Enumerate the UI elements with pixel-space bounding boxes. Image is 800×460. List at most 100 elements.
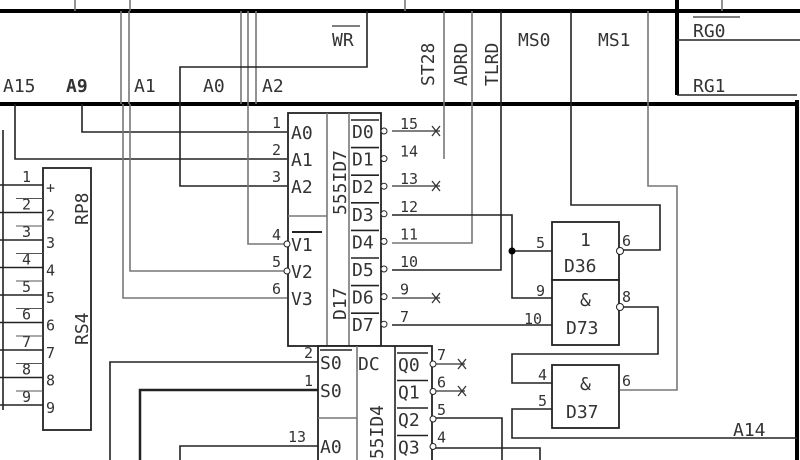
inversion-bubble [429,415,437,423]
wire-d73-out [511,306,659,384]
pin-number: 9 [400,281,409,299]
wire-s0 [109,361,318,460]
wire-a0 [81,104,287,133]
pin-name: 5 [46,289,55,307]
pin-number: 9 [536,282,545,300]
pin-name: 7 [46,344,55,362]
gate-d37[interactable]: & D37 4 5 6 [538,364,631,429]
wire-v1 [247,104,287,245]
pack-title: RP8 [72,192,93,225]
pin-name: Q3 [398,438,420,459]
wire-ms0 [570,11,661,251]
pin-number: 5 [536,234,545,252]
pin-name: D4 [352,232,374,253]
pin-number: 13 [288,428,306,446]
pin-number: 12 [400,198,418,216]
gate-func: & [580,374,591,395]
pin-number: 3 [22,223,31,241]
wire-d3 [392,214,552,299]
pin-number: 4 [272,226,281,244]
pin-number: 8 [22,361,31,379]
pin-number: 7 [400,308,409,326]
pin-number: 7 [22,333,31,351]
label-st28: ST28 [418,43,439,86]
gate-body [551,279,620,346]
pin-name: S0 [320,381,342,402]
pin-number: 4 [437,429,446,447]
pin-name: D0 [352,122,374,143]
gate-body [551,364,620,429]
pin-name: Q1 [398,383,420,404]
pin-name: 8 [46,372,55,390]
pin-name: D2 [352,177,374,198]
wire-v2 [129,104,287,272]
inversion-bubble [380,320,388,328]
pin-name: 9 [46,399,55,417]
inversion-bubble [380,155,388,163]
pin-number: 2 [304,344,313,362]
inversion-bubble [380,127,388,135]
pin-number: 7 [437,346,446,364]
pin-name: 3 [46,234,55,252]
pin-name: V2 [291,262,313,283]
pin-number: 3 [272,168,281,186]
pin-number: 6 [272,280,281,298]
inversion-bubble [429,360,437,368]
gate-func: 1 [580,230,591,251]
pin-number: 5 [538,392,547,410]
pin-number: 5 [437,401,446,419]
label-tlrd: TLRD [482,43,503,86]
pin-name: Q2 [398,410,420,431]
pin-number: 5 [272,253,281,271]
pin-number: 13 [400,170,418,188]
wire-a2 [179,11,368,187]
inversion-bubble [616,303,624,311]
inversion-bubble [429,443,437,450]
label-a14: A14 [733,420,766,441]
chip-ref: D17 [330,287,351,320]
gate-d73[interactable]: & D73 9 10 8 [524,279,631,346]
chip-type: 555ID7 [330,150,351,215]
inversion-bubble [380,182,388,190]
pin-name: D7 [352,315,374,336]
pin-number: 8 [622,288,631,306]
gate-ref: D73 [566,318,599,339]
pin-name: D3 [352,205,374,226]
pin-name: D6 [352,288,374,309]
chip-body [317,345,433,460]
pin-number: 6 [622,372,631,390]
label-rg1: RG1 [693,76,726,97]
chip-func: DC [358,354,380,375]
wire-ms1 [620,11,678,391]
pin-number: 15 [400,115,418,133]
pin-number: 1 [304,372,313,390]
pack-ref: RS4 [72,312,93,345]
gate-ref: D36 [564,256,597,277]
pin-number: 10 [524,310,542,328]
wire-s0b [138,388,318,460]
no-connect-marks [392,125,467,397]
pin-number: 10 [400,253,418,271]
inversion-bubble [380,210,388,218]
pin-name: D1 [352,150,374,171]
label-wr: WR [332,30,354,51]
label-rg0: RG0 [693,21,726,42]
pin-name: A2 [291,177,313,198]
label-a15: A15 [3,76,36,97]
pin-name: 2 [46,207,55,225]
pin-number: 6 [22,306,31,324]
bus-labels: A15 A9 A1 A0 A2 WR ST28 ADRD TLRD MS0 MS… [3,16,766,441]
wire-tlrd [392,11,502,271]
wire-q3 [432,447,541,460]
gate-func: & [580,290,591,311]
label-a9: A9 [66,76,88,97]
label-ms1: MS1 [598,30,631,51]
